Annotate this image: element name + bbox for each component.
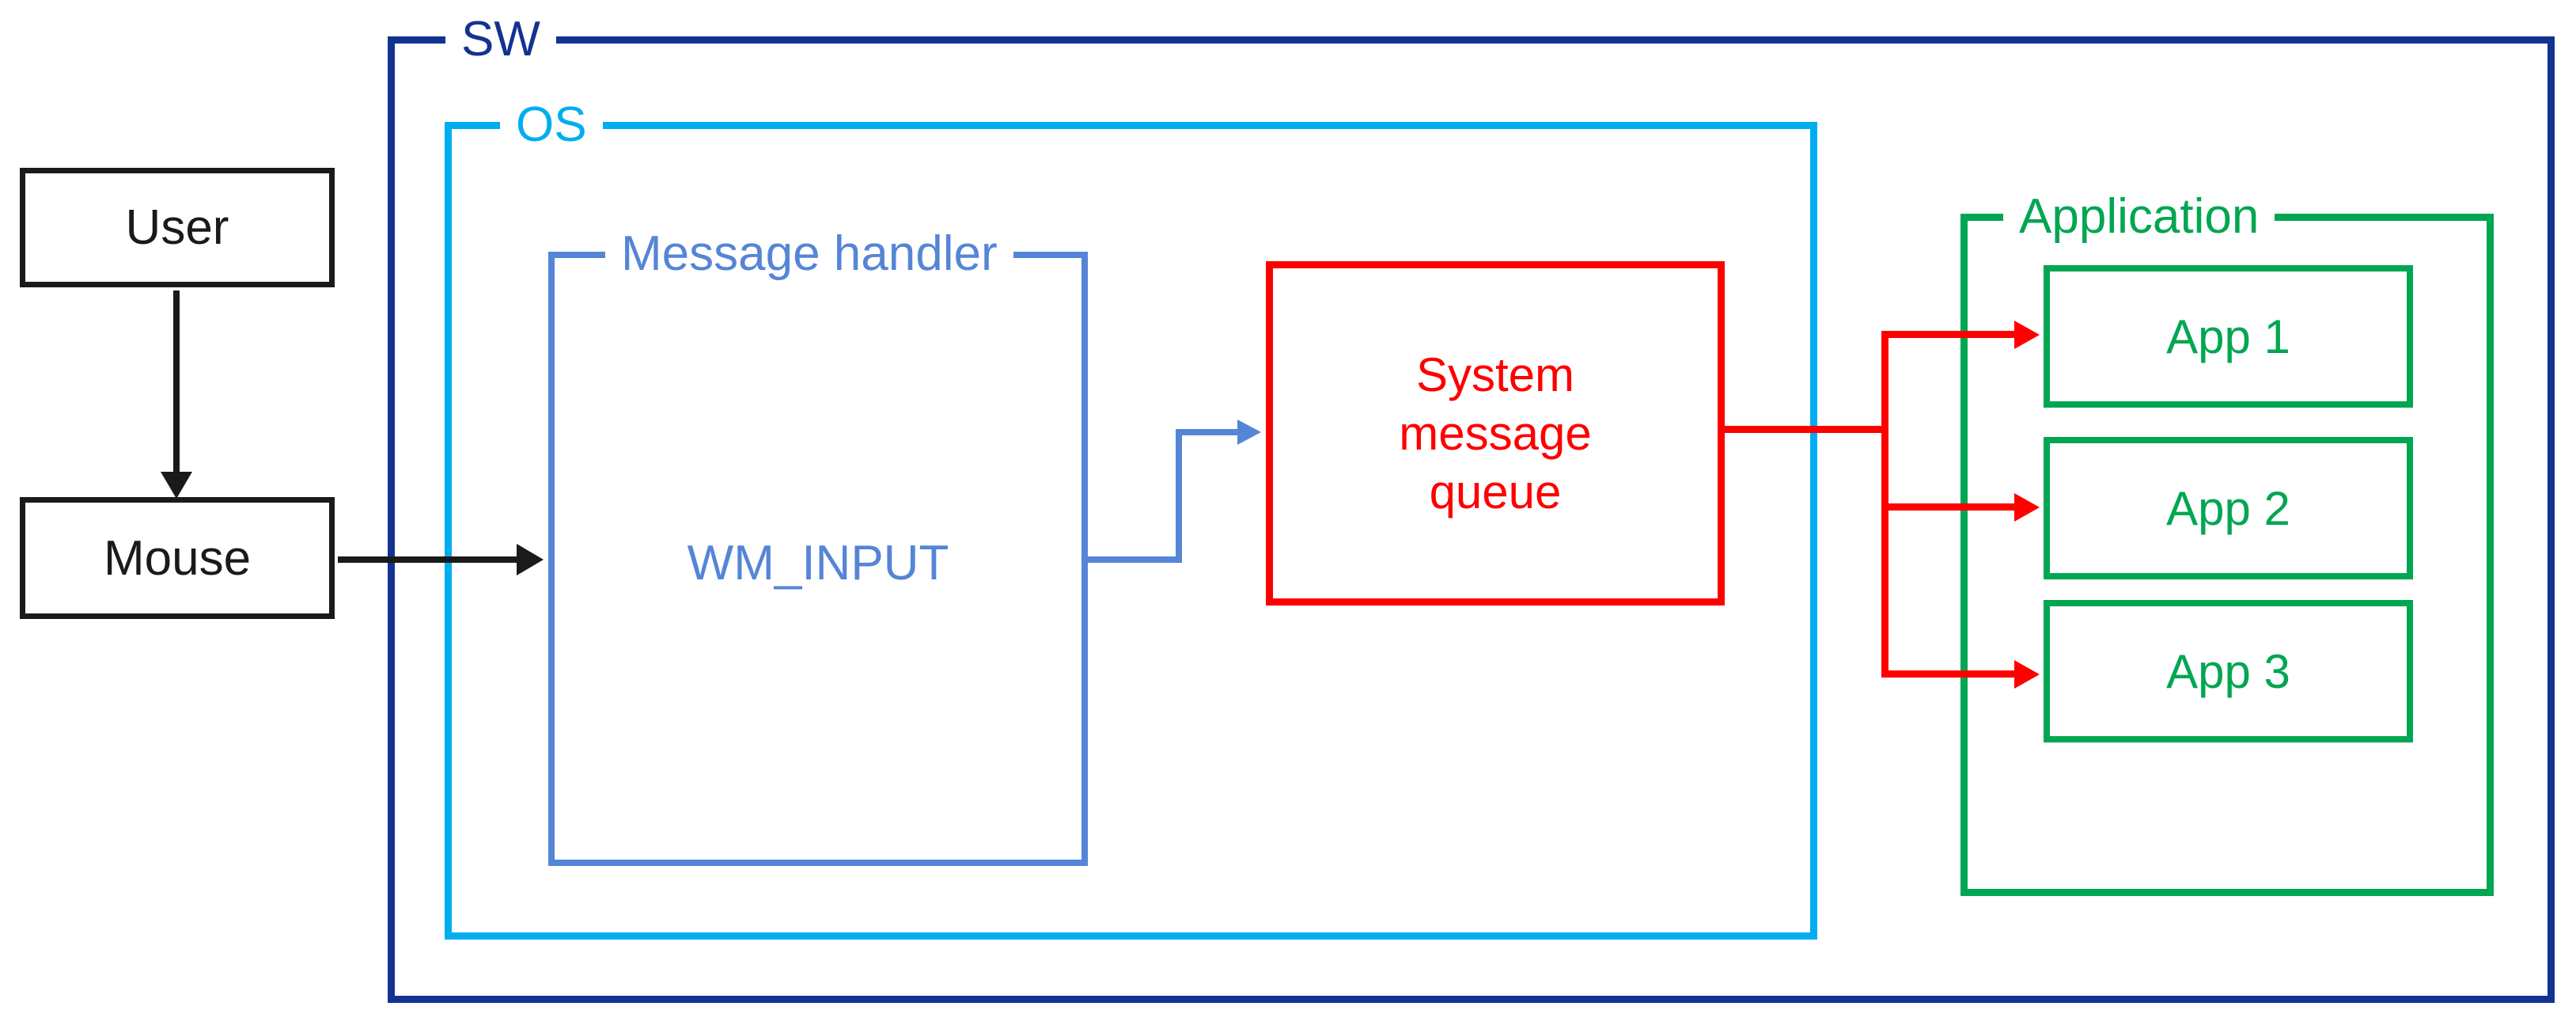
app-1-label: App 1 [2166,309,2290,363]
sw-container-box: SW [388,12,2555,1003]
app-2-box: App 2 [2044,437,2413,579]
branch-app-1-arrowhead [2014,321,2040,349]
system-message-queue-label: System message queue [1399,347,1592,518]
message-handler-label: Message handler [605,226,1013,282]
mouse-to-handler-arrowhead [517,544,544,575]
branch-app-1-line [1881,331,2017,338]
app-3-box: App 3 [2044,600,2413,742]
message-handler-box: Message handler [548,226,1088,866]
user-to-mouse-arrowhead [161,472,192,499]
handler-out-line [1088,556,1182,563]
user-to-mouse-line [173,290,180,478]
branch-app-3-arrowhead [2014,660,2040,689]
app-1-box: App 1 [2044,265,2413,408]
handler-up-line [1176,429,1182,563]
queue-out-line [1725,426,1888,433]
handler-in-line [1176,429,1239,435]
app-3-label: App 3 [2166,644,2290,698]
application-label: Application [2003,189,2275,245]
mouse-to-handler-line [338,556,520,563]
branch-app-2-line [1881,503,2017,511]
user-label: User [125,200,229,255]
branch-app-2-arrowhead [2014,493,2040,522]
user-box: User [20,168,335,287]
mouse-box: Mouse [20,497,335,619]
application-container-box: Application [1960,189,2494,896]
app-2-label: App 2 [2166,481,2290,535]
mouse-label: Mouse [103,530,252,586]
handler-to-queue-arrowhead [1237,420,1261,445]
wm-input-label: WM_INPUT [687,536,949,590]
system-message-queue-box: System message queue [1266,261,1725,606]
sw-label: SW [445,12,556,67]
os-container-box: OS [445,97,1817,940]
branch-app-3-line [1881,670,2017,678]
os-label: OS [500,97,603,153]
